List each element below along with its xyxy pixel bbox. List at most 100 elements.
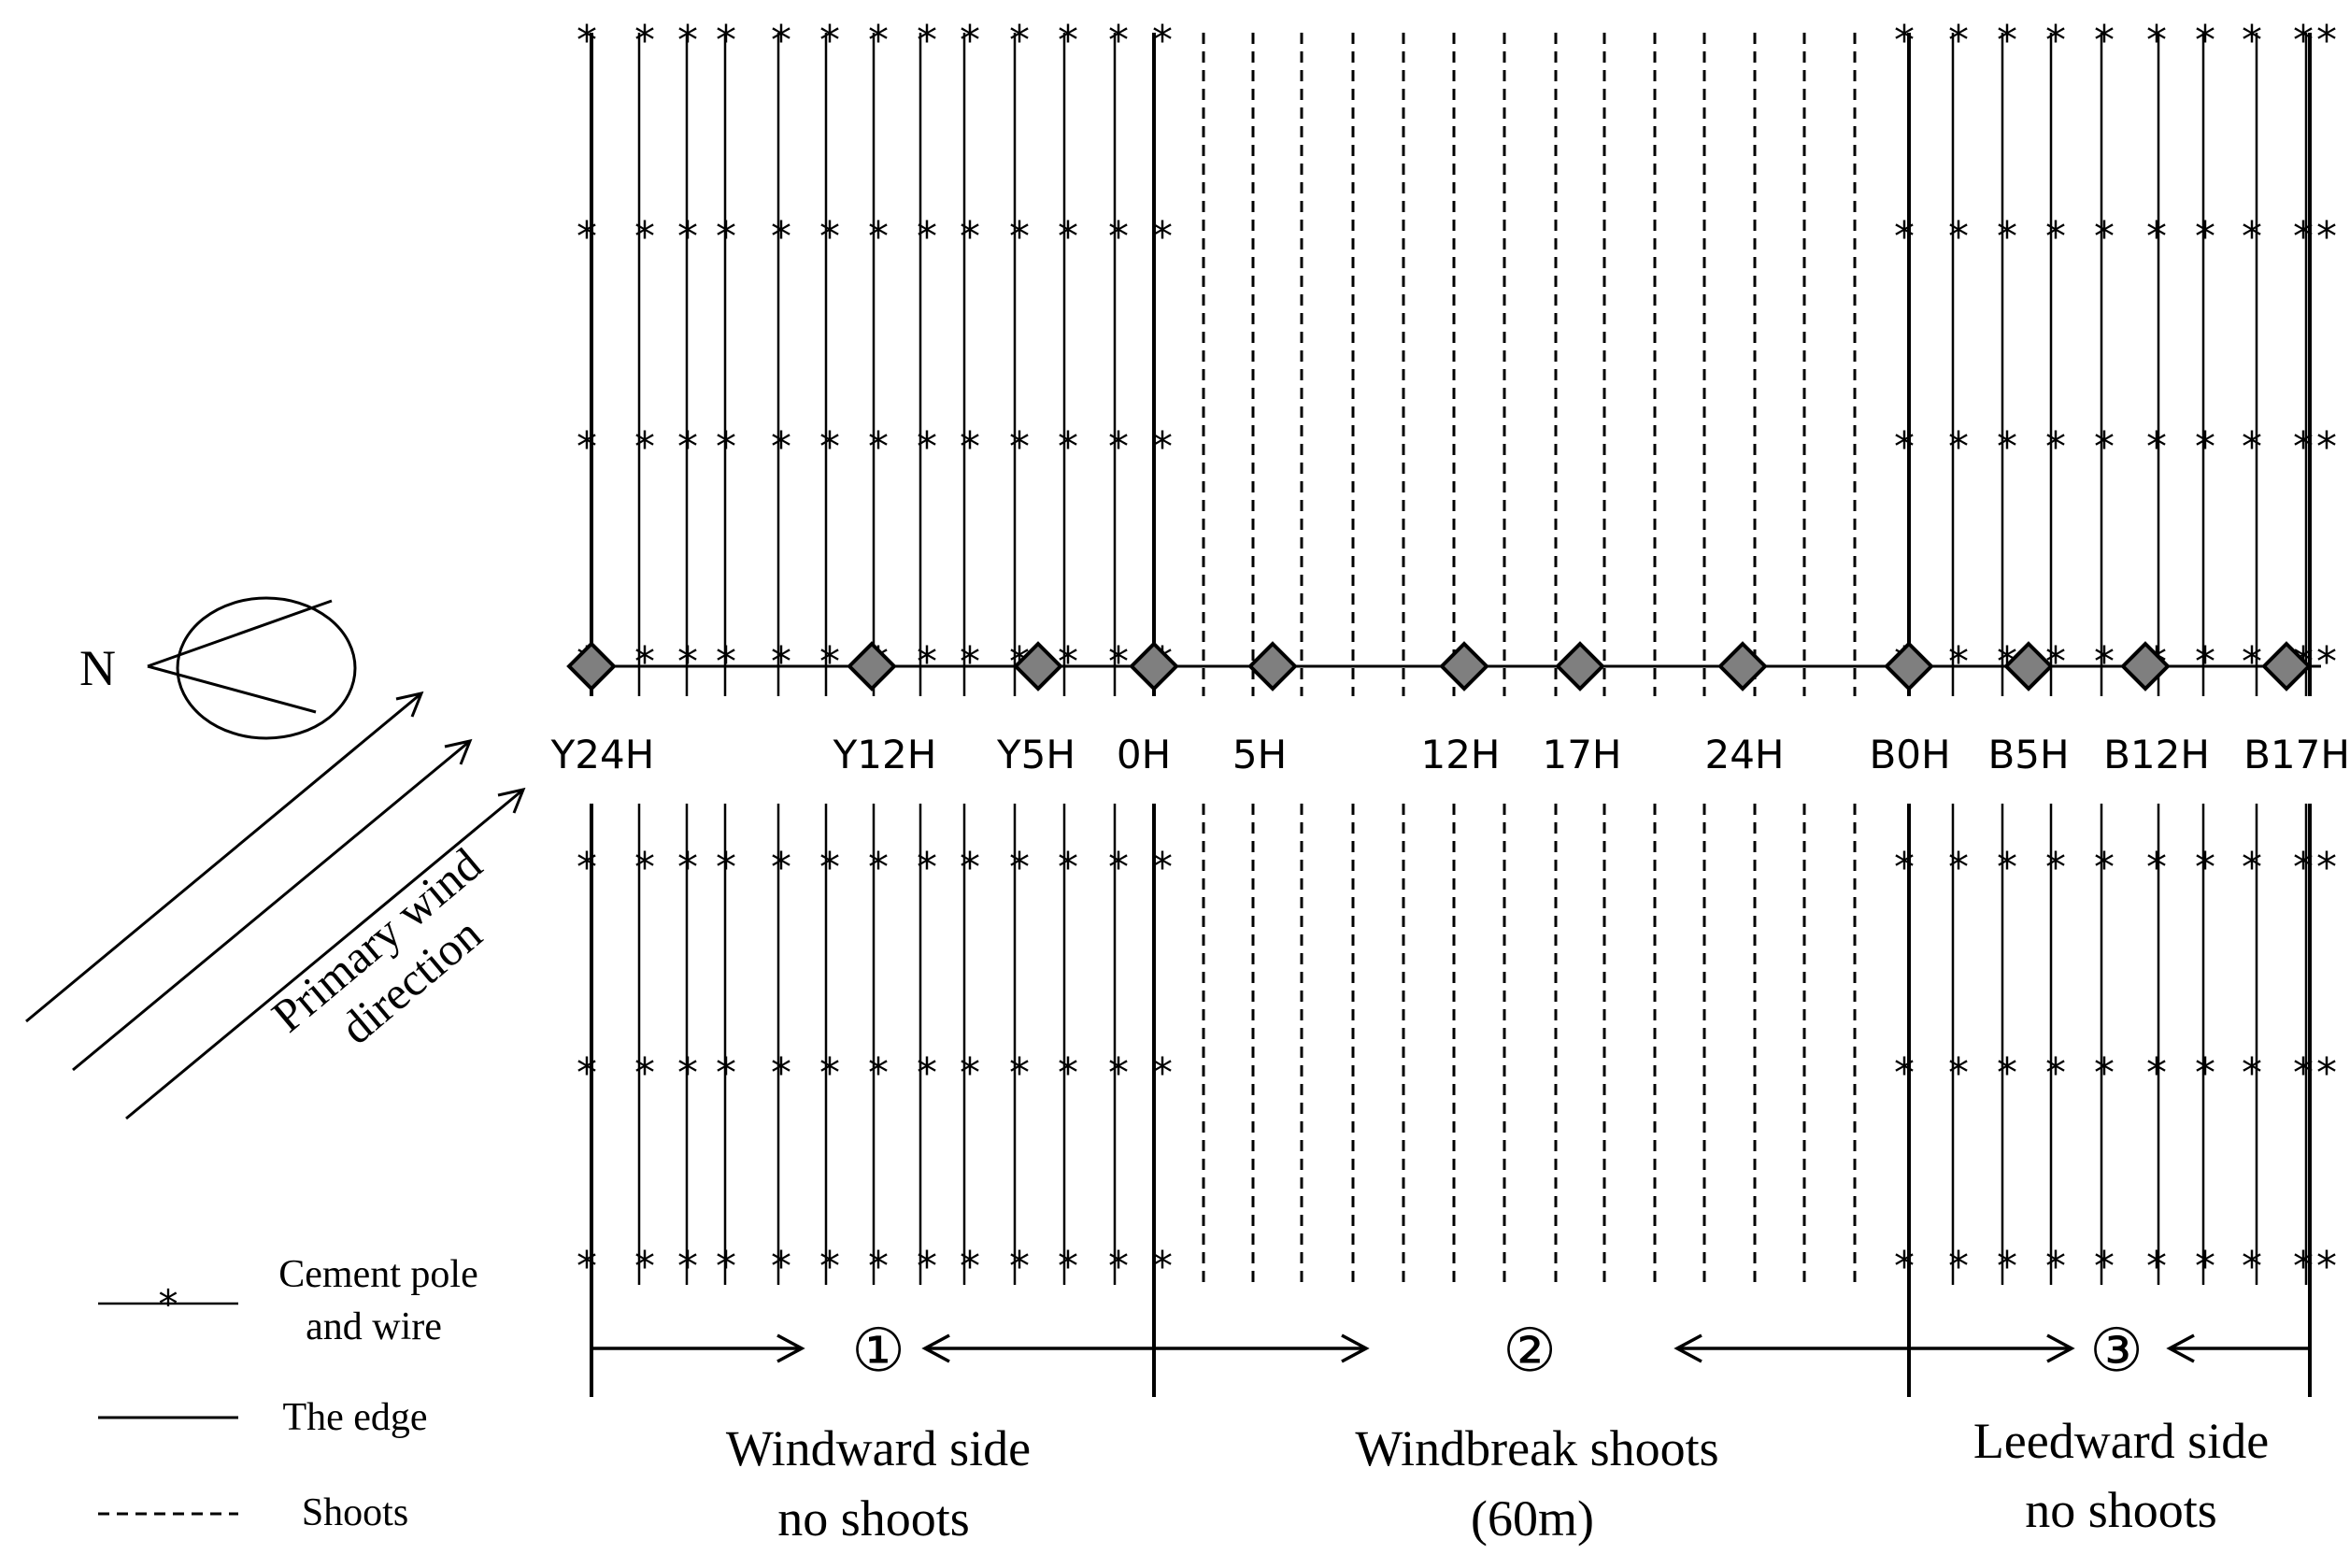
cement-pole-symbol: * <box>819 17 840 64</box>
cement-pole-symbol: * <box>1894 213 1915 261</box>
cement-pole-symbol: * <box>2242 1049 2262 1097</box>
cement-pole-symbol: * <box>2242 17 2262 64</box>
cement-pole-symbol: * <box>716 213 736 261</box>
cement-pole-symbol: * <box>634 844 655 891</box>
cement-pole-symbol: * <box>1009 1049 1030 1097</box>
cement-pole-symbol: * <box>819 213 840 261</box>
observation-marker-b0h <box>1884 641 1934 691</box>
cement-pole-symbol: * <box>2146 17 2167 64</box>
cement-pole-symbol: * <box>2146 1049 2167 1097</box>
cement-pole-symbol: * <box>2293 1243 2314 1290</box>
cement-pole-symbol: * <box>1009 17 1030 64</box>
cement-pole-symbol: * <box>960 1243 980 1290</box>
zone-2-label-line2: (60m) <box>1471 1490 1594 1547</box>
cement-pole-symbol: * <box>917 1049 937 1097</box>
cement-pole-symbol: * <box>2195 638 2215 686</box>
point-label-b0h: B0H <box>1869 732 1950 777</box>
cement-pole-symbol: * <box>1009 423 1030 471</box>
cement-pole-symbol: * <box>577 844 597 891</box>
observation-marker-b12h <box>2120 641 2171 691</box>
cement-pole-symbol: * <box>868 423 889 471</box>
cement-pole-symbol: * <box>716 17 736 64</box>
cement-pole-symbol: * <box>2293 17 2314 64</box>
cement-pole-symbol: * <box>868 1243 889 1290</box>
cement-pole-symbol: * <box>634 17 655 64</box>
cement-pole-symbol: * <box>1058 1049 1078 1097</box>
legend-shoots-label: Shoots <box>302 1491 408 1534</box>
compass-needle-lower <box>147 664 317 714</box>
cement-pole-symbol: * <box>868 844 889 891</box>
zone-1-arrow-left-head <box>776 1333 805 1363</box>
cement-pole-symbol: * <box>1108 17 1129 64</box>
cement-pole-symbol: * <box>1948 423 1969 471</box>
cement-pole-symbol: * <box>960 213 980 261</box>
cement-pole-symbol: * <box>1948 213 1969 261</box>
wind-arrow-2 <box>72 739 471 1072</box>
cement-pole-symbol: * <box>2242 638 2262 686</box>
cement-pole-symbol: * <box>1108 1049 1129 1097</box>
cement-pole-symbol: * <box>1894 17 1915 64</box>
cement-pole-symbol: * <box>677 1243 698 1290</box>
cement-pole-symbol: * <box>1948 638 1969 686</box>
cement-pole-symbol: * <box>2146 213 2167 261</box>
cement-pole-symbol: * <box>2195 17 2215 64</box>
zone-1-arrow-right-head <box>921 1333 950 1363</box>
observation-marker-y12h <box>847 641 897 691</box>
cement-pole-symbol: * <box>1997 1049 2017 1097</box>
cement-pole-symbol: * <box>1058 17 1078 64</box>
cement-pole-symbol: * <box>2242 844 2262 891</box>
cement-pole-symbol: * <box>917 423 937 471</box>
cement-pole-symbol: * <box>1894 1243 1915 1290</box>
point-label-12h: 12H <box>1420 732 1500 777</box>
cement-pole-symbol: * <box>2146 844 2167 891</box>
legend-shoots: Shoots <box>98 1491 408 1534</box>
cement-pole-symbol: * <box>868 17 889 64</box>
cement-pole-symbol: * <box>2195 844 2215 891</box>
cement-pole-symbol: * <box>716 423 736 471</box>
cement-pole-symbol: * <box>771 213 791 261</box>
cement-pole-symbol: * <box>1152 213 1173 261</box>
cement-pole-symbol: * <box>2146 1243 2167 1290</box>
cement-pole-symbol: * <box>2094 638 2115 686</box>
cement-pole-symbol: * <box>2195 1049 2215 1097</box>
cement-pole-symbol: * <box>1894 1049 1915 1097</box>
cement-pole-symbol: * <box>634 423 655 471</box>
observation-points <box>566 641 2312 691</box>
cement-poles: * * * * * * * * * * * * * * * * * * * * * * * * * * * * * * * * * * * * * * * *… <box>577 17 2337 1290</box>
cement-pole-symbol: * <box>1108 423 1129 471</box>
cement-pole-symbol: * <box>2045 17 2066 64</box>
observation-marker-y24h <box>566 641 617 691</box>
wind-arrows <box>25 691 526 1120</box>
cement-pole-symbol: * <box>960 1049 980 1097</box>
cement-pole-symbol: * <box>1997 844 2017 891</box>
cement-pole-symbol: * <box>2045 423 2066 471</box>
zone-2-arrow-right-head <box>1673 1333 1702 1363</box>
zone-label-windbreak: Windbreak shoots (60m) <box>1355 1420 1718 1547</box>
observation-marker-y5h <box>1013 641 1063 691</box>
cement-pole-symbol: * <box>577 213 597 261</box>
zone-3-arrow-left-head <box>2046 1333 2075 1363</box>
point-label-b12h: B12H <box>2103 732 2210 777</box>
cement-pole-symbol: * <box>677 423 698 471</box>
cement-pole-symbol: * <box>1058 638 1078 686</box>
cement-pole-symbol: * <box>1894 844 1915 891</box>
cement-pole-symbol: * <box>634 1243 655 1290</box>
cement-pole-symbol: * <box>2316 17 2337 64</box>
point-label-24h: 24H <box>1704 732 1784 777</box>
cement-pole-symbol: * <box>2316 844 2337 891</box>
cement-pole-symbol: * <box>2242 423 2262 471</box>
cement-pole-symbol: * <box>771 1243 791 1290</box>
zone-1-number: ① <box>851 1317 904 1386</box>
cement-pole-symbol: * <box>819 638 840 686</box>
wind-arrow-3 <box>125 788 524 1120</box>
cement-pole-symbol: * <box>819 844 840 891</box>
cement-pole-symbol: * <box>716 1243 736 1290</box>
cement-pole-symbol: * <box>677 213 698 261</box>
cement-pole-symbol: * <box>2195 423 2215 471</box>
cement-pole-symbol: * <box>2045 844 2066 891</box>
cement-pole-symbol: * <box>960 638 980 686</box>
cement-pole-symbol: * <box>677 638 698 686</box>
cement-pole-symbol: * <box>2094 213 2115 261</box>
